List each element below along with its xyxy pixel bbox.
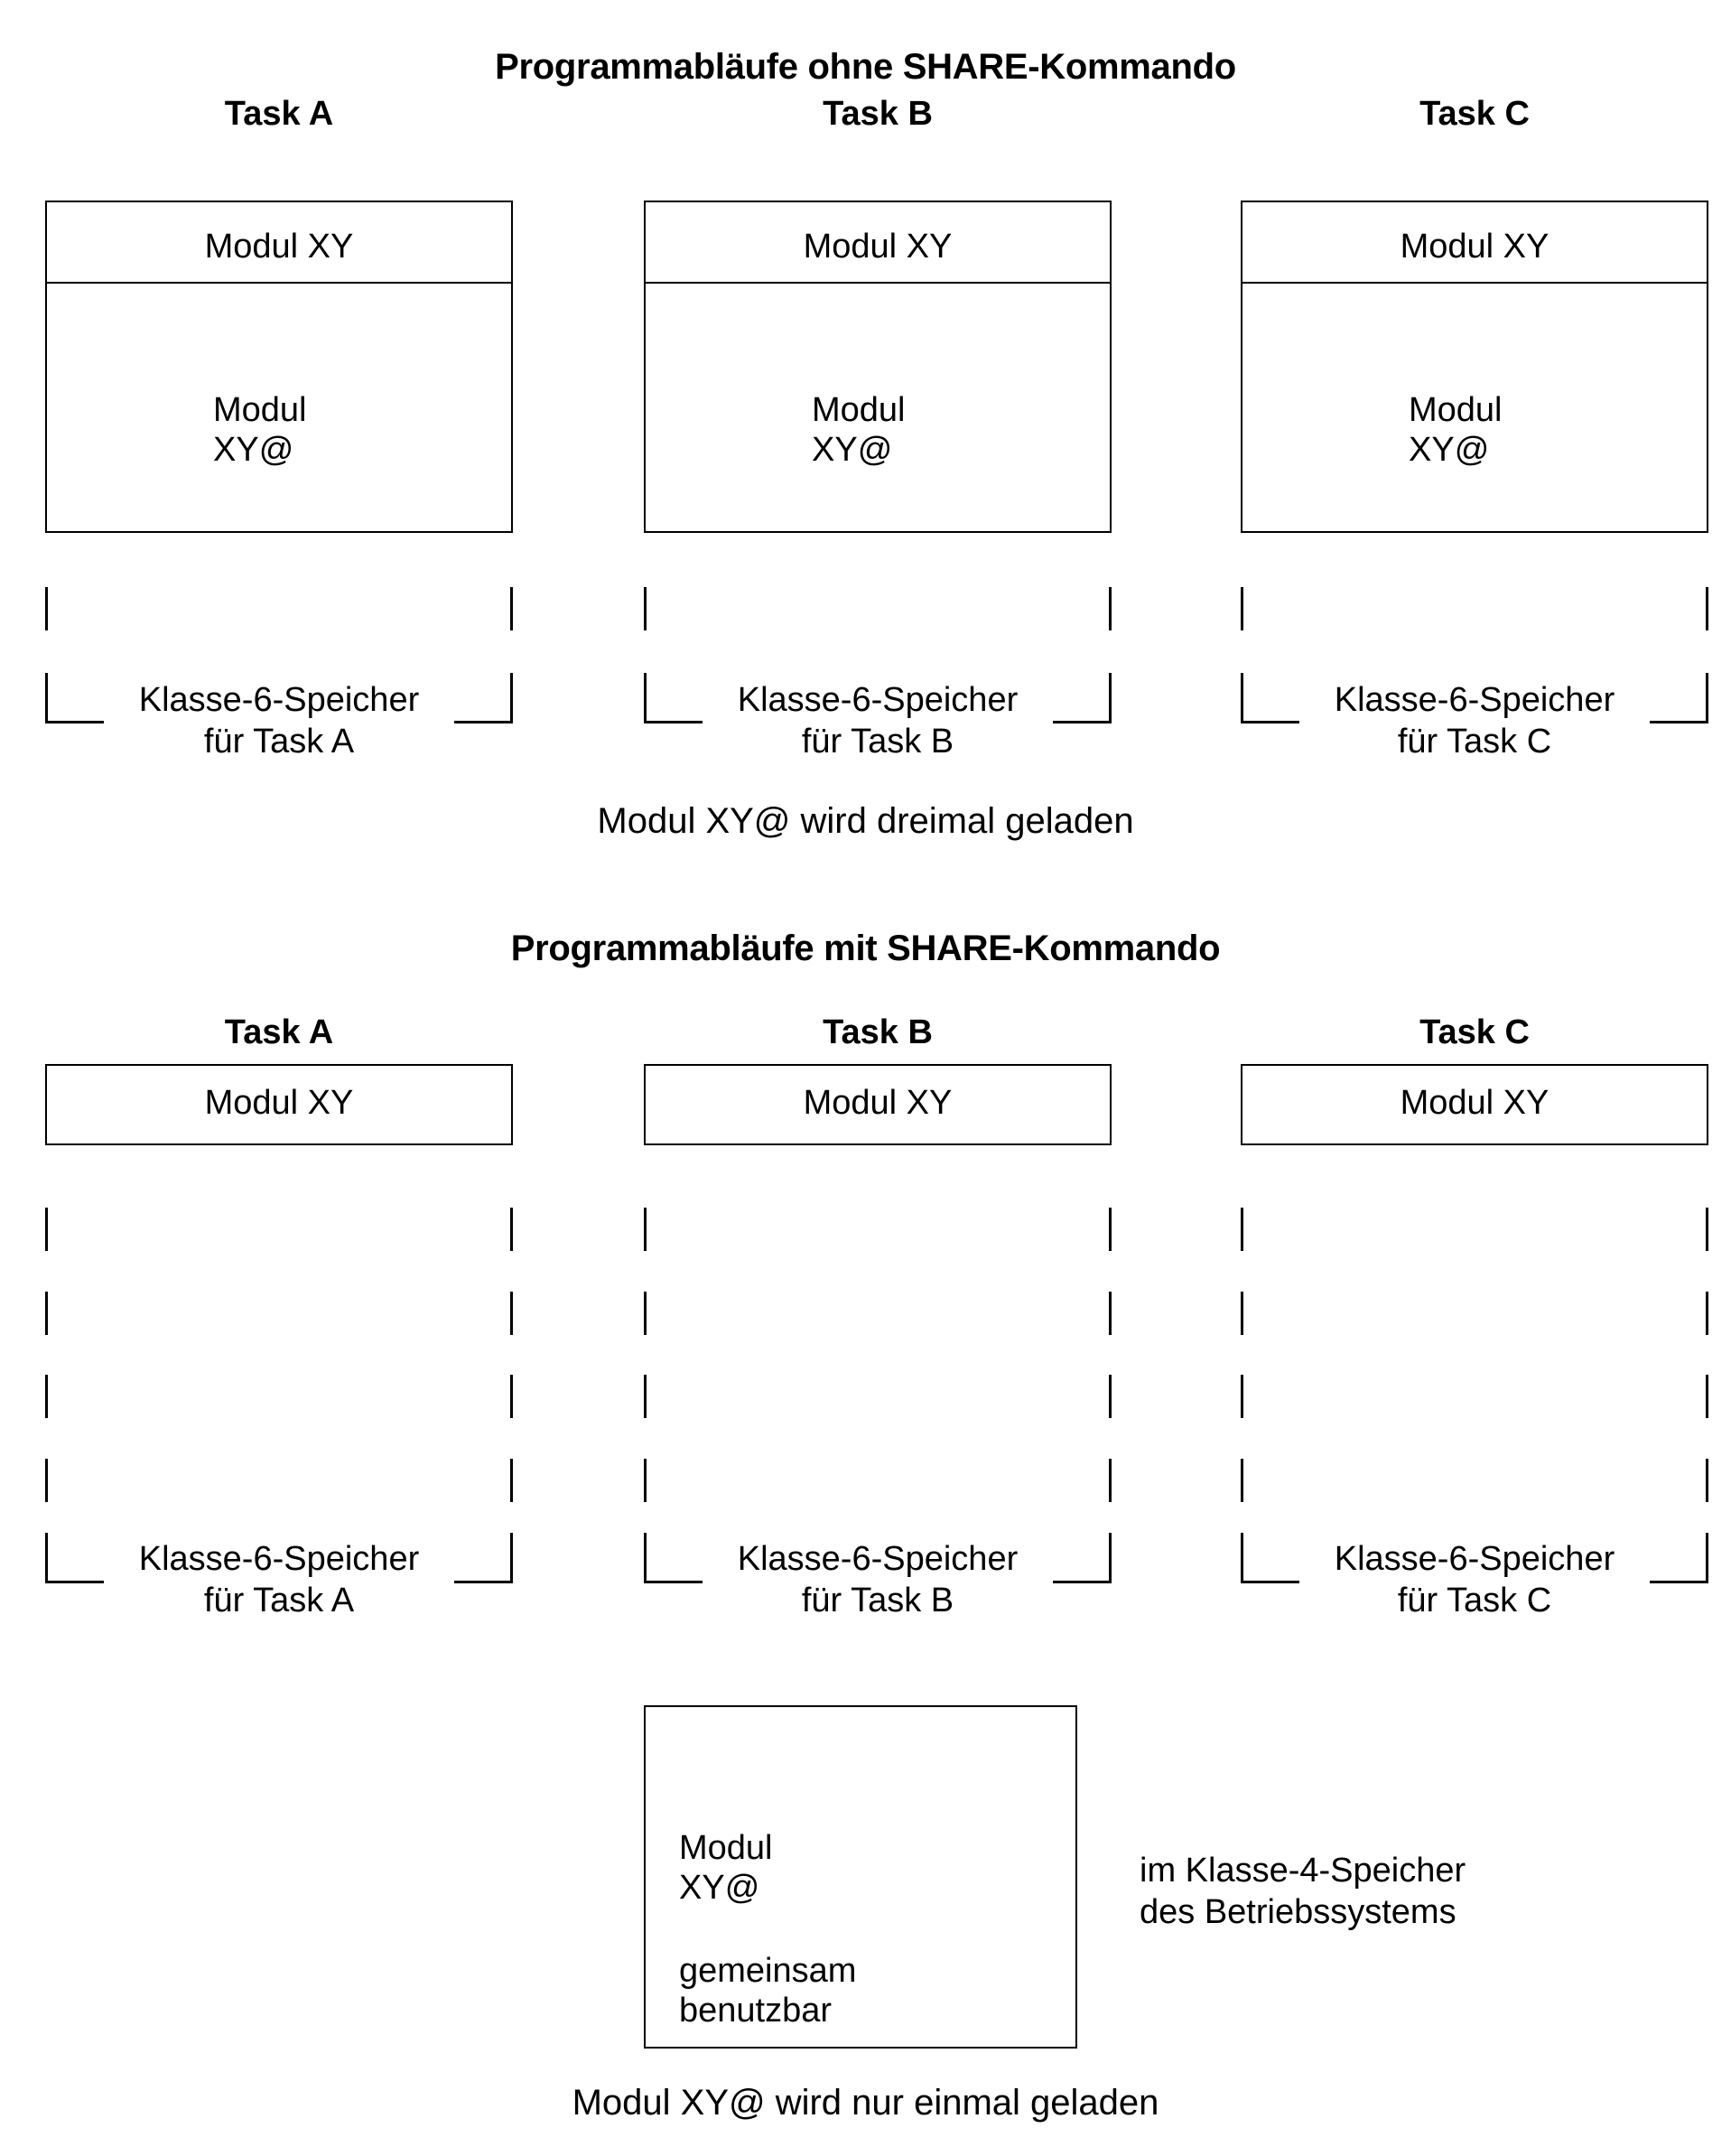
dash-c-left-row2-section2 (1241, 1292, 1243, 1335)
memory-label-c-section1: Klasse-6-Speicher für Task C (1334, 681, 1615, 761)
task-box-a-divider-section1 (45, 282, 513, 284)
task-box-b-divider-section1 (644, 282, 1112, 284)
dash-a-left-row2-section2 (45, 1292, 48, 1335)
task-box-b-module-at-label-section1: Modul XY@ (812, 391, 906, 469)
section-title-mit-share: Programmabläufe mit SHARE-Kommando (510, 929, 1221, 968)
task-box-c-section2 (1241, 1064, 1708, 1145)
task-label-b-section2: Task B (823, 1013, 933, 1051)
bracket-c-left-foot-section2 (1241, 1581, 1299, 1583)
dash-a-left-row1-section2 (45, 1208, 48, 1251)
bracket-a-right-foot-section1 (454, 721, 513, 723)
task-label-b-section1: Task B (823, 95, 933, 133)
task-box-c-module-label-section1: Modul XY (1400, 228, 1550, 266)
dash-b-left-row2-section2 (644, 1292, 647, 1335)
dash-c-right-row1-section2 (1706, 1208, 1708, 1251)
task-label-a-section1: Task A (224, 95, 334, 133)
task-label-c-section1: Task C (1419, 95, 1530, 133)
task-box-a-module-label-section2: Modul XY (204, 1084, 354, 1122)
dash-c-right-section1 (1706, 587, 1708, 630)
task-box-c-module-at-label-section1: Modul XY@ (1409, 391, 1503, 469)
dash-b-right-row4-section2 (1109, 1459, 1112, 1502)
bracket-b-right-vertical-section2 (1109, 1533, 1112, 1582)
bracket-b-right-foot-section1 (1053, 721, 1112, 723)
dash-a-right-row2-section2 (510, 1292, 513, 1335)
bracket-a-left-foot-section2 (45, 1581, 104, 1583)
memory-label-b-section2: Klasse-6-Speicher für Task B (737, 1540, 1019, 1619)
shared-module-usable-label: gemeinsam benutzbar (679, 1952, 857, 2030)
dash-b-right-section1 (1109, 587, 1112, 630)
dash-c-right-row4-section2 (1706, 1459, 1708, 1502)
dash-a-left-row3-section2 (45, 1375, 48, 1418)
dash-c-left-row1-section2 (1241, 1208, 1243, 1251)
bracket-b-left-vertical-section1 (644, 673, 647, 723)
dash-b-left-row3-section2 (644, 1375, 647, 1418)
dash-c-right-row2-section2 (1706, 1292, 1708, 1335)
dash-b-right-row2-section2 (1109, 1292, 1112, 1335)
task-box-c-module-label-section2: Modul XY (1400, 1084, 1550, 1122)
task-box-b-section2 (644, 1064, 1112, 1145)
dash-a-right-section1 (510, 587, 513, 630)
dash-b-left-section1 (644, 587, 647, 630)
bracket-b-right-vertical-section1 (1109, 673, 1112, 723)
dash-c-left-row4-section2 (1241, 1459, 1243, 1502)
bracket-c-right-vertical-section1 (1706, 673, 1708, 723)
bracket-b-left-foot-section2 (644, 1581, 703, 1583)
task-label-c-section2: Task C (1419, 1013, 1530, 1051)
dash-a-right-row3-section2 (510, 1375, 513, 1418)
section-title-ohne-share: Programmabläufe ohne SHARE-Kommando (495, 47, 1236, 87)
dash-c-right-row3-section2 (1706, 1375, 1708, 1418)
bracket-b-left-foot-section1 (644, 721, 703, 723)
memory-label-a-section1: Klasse-6-Speicher für Task A (138, 681, 420, 761)
dash-b-left-row4-section2 (644, 1459, 647, 1502)
task-box-b-section1 (644, 201, 1112, 533)
dash-a-right-row1-section2 (510, 1208, 513, 1251)
dash-a-left-section1 (45, 587, 48, 630)
bracket-a-left-vertical-section1 (45, 673, 48, 723)
memory-label-b-section1: Klasse-6-Speicher für Task B (737, 681, 1019, 761)
bracket-b-right-foot-section2 (1053, 1581, 1112, 1583)
caption-section1: Modul XY@ wird dreimal geladen (597, 801, 1134, 841)
task-box-a-section2 (45, 1064, 513, 1145)
task-label-a-section2: Task A (224, 1013, 334, 1051)
bracket-c-right-foot-section1 (1650, 721, 1708, 723)
dash-a-left-row4-section2 (45, 1459, 48, 1502)
bracket-a-right-foot-section2 (454, 1581, 513, 1583)
task-box-c-divider-section1 (1241, 282, 1708, 284)
dash-c-left-row3-section2 (1241, 1375, 1243, 1418)
dash-b-right-row1-section2 (1109, 1208, 1112, 1251)
caption-section2: Modul XY@ wird nur einmal geladen (572, 2083, 1159, 2123)
bracket-a-right-vertical-section2 (510, 1533, 513, 1582)
memory-label-c-section2: Klasse-6-Speicher für Task C (1334, 1540, 1615, 1619)
shared-module-box (644, 1705, 1077, 2049)
bracket-c-left-vertical-section1 (1241, 673, 1243, 723)
dash-b-left-row1-section2 (644, 1208, 647, 1251)
shared-memory-annotation: im Klasse-4-Speicher des Betriebssystems (1140, 1852, 1466, 1931)
bracket-c-right-foot-section2 (1650, 1581, 1708, 1583)
bracket-b-left-vertical-section2 (644, 1533, 647, 1582)
bracket-a-right-vertical-section1 (510, 673, 513, 723)
dash-b-right-row3-section2 (1109, 1375, 1112, 1418)
dash-a-right-row4-section2 (510, 1459, 513, 1502)
bracket-a-left-foot-section1 (45, 721, 104, 723)
task-box-a-section1 (45, 201, 513, 533)
memory-label-a-section2: Klasse-6-Speicher für Task A (138, 1540, 420, 1619)
dash-c-left-section1 (1241, 587, 1243, 630)
task-box-c-section1 (1241, 201, 1708, 533)
bracket-c-right-vertical-section2 (1706, 1533, 1708, 1582)
shared-module-label: Modul XY@ (679, 1829, 773, 1907)
bracket-c-left-vertical-section2 (1241, 1533, 1243, 1582)
bracket-c-left-foot-section1 (1241, 721, 1299, 723)
task-box-a-module-label-section1: Modul XY (204, 228, 354, 266)
task-box-a-module-at-label-section1: Modul XY@ (213, 391, 307, 469)
task-box-b-module-label-section2: Modul XY (803, 1084, 953, 1122)
bracket-a-left-vertical-section2 (45, 1533, 48, 1582)
task-box-b-module-label-section1: Modul XY (803, 228, 953, 266)
